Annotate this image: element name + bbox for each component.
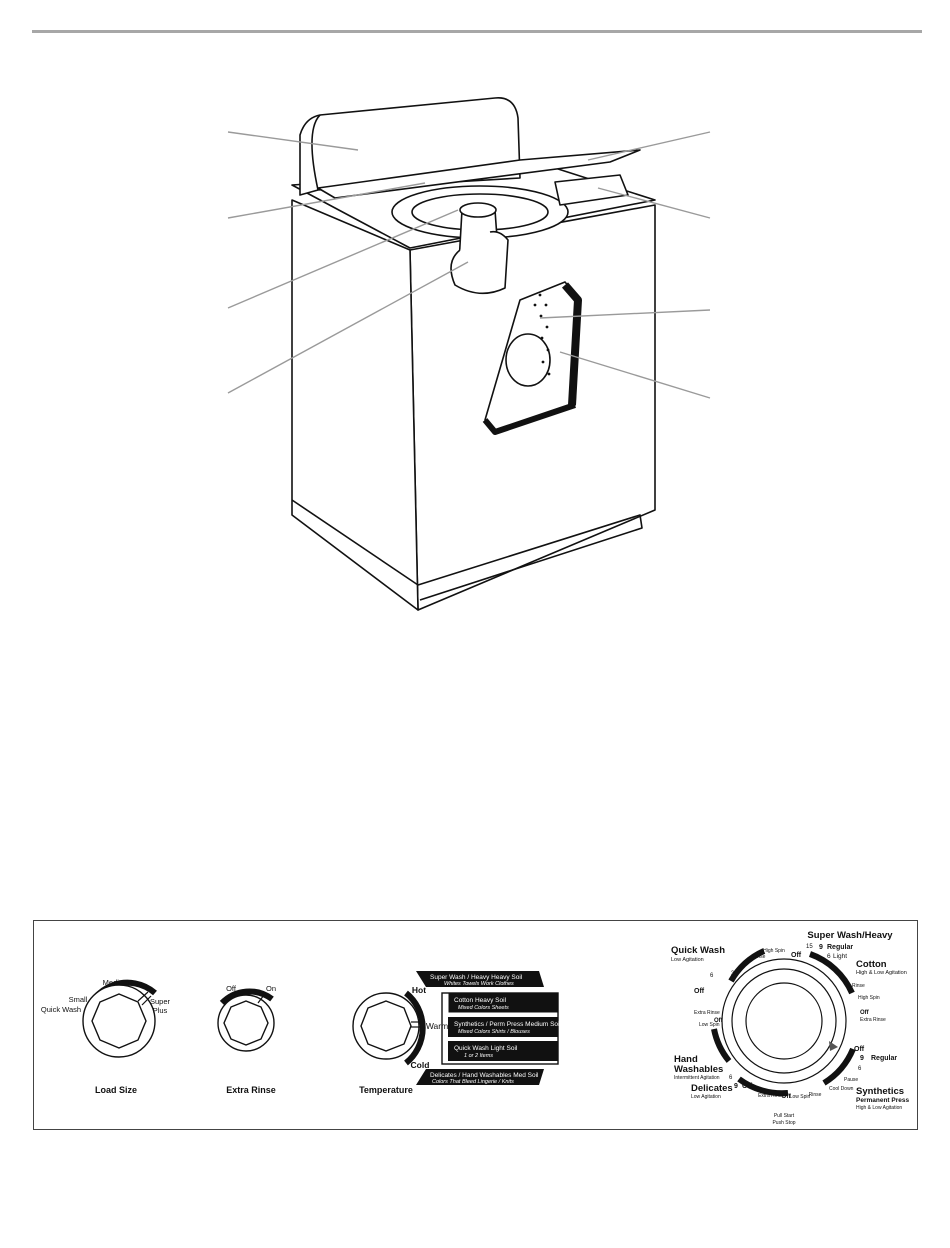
cycle-quick-wash: Quick Wash xyxy=(671,945,725,956)
extra-rinse-off-label: Off xyxy=(226,984,237,993)
cycle-pull-start: Pull Start xyxy=(774,1113,795,1119)
cycle-num-6-left: 6 xyxy=(710,973,714,979)
leader-line-basket xyxy=(539,309,711,319)
control-panel: Small Quick Wash Medium Super Plus Load … xyxy=(33,920,918,1130)
temperature-guide xyxy=(416,971,559,1085)
temperature-guide-subtitle-4: Colors That Bleed Lingerie / Knits xyxy=(432,1079,514,1085)
cycle-permanent-press: Permanent Press xyxy=(856,1097,909,1104)
cycle-extra-rinse-right: Extra Rinse xyxy=(860,1017,886,1023)
temperature-guide-title-0: Super Wash / Heavy Heavy Soil xyxy=(430,974,523,981)
temperature-guide-title-3: Quick Wash Light Soil xyxy=(454,1045,518,1052)
leader-line-bleach xyxy=(597,187,711,219)
cycle-low-spin-left: Low Spin xyxy=(699,1022,720,1028)
cycle-off-right: Off xyxy=(860,1010,870,1016)
cabinet-side xyxy=(291,199,419,611)
cycle-light: Light xyxy=(833,953,847,960)
cycle-cotton: Cotton xyxy=(856,959,887,970)
temperature-title: Temperature xyxy=(359,1085,413,1095)
leader-line-tub-wall xyxy=(559,351,711,399)
leader-line-lid xyxy=(587,131,711,161)
cycle-rinse-bottom: Rinse xyxy=(809,1092,822,1098)
cycle-off-quick: Off xyxy=(694,988,705,995)
leader-line-tub xyxy=(227,182,426,219)
cycle-num-6-hand: 6 xyxy=(729,1075,733,1081)
cycle-num-6-light: 6 xyxy=(827,953,831,960)
load-size-super-label: Super xyxy=(150,997,171,1006)
cycle-super-wash-heavy: Super Wash/Heavy xyxy=(807,930,893,941)
cycle-high-spin-right: High Spin xyxy=(858,995,880,1001)
cycle-delicates: Delicates xyxy=(691,1083,733,1094)
cycle-extra-rinse-bottom: Extra Rinse xyxy=(758,1093,784,1099)
cycle-num-6-synthetics: 6 xyxy=(858,1066,862,1072)
cycle-rinse-top: Rinse xyxy=(753,954,766,960)
washer-illustration xyxy=(227,97,711,611)
cycle-low-spin-bottom: Low Spin xyxy=(790,1094,811,1100)
cycle-regular-synthetics: Regular xyxy=(871,1055,897,1062)
leader-line-console xyxy=(227,131,359,151)
cycle-high-spin-top: High Spin xyxy=(763,948,785,954)
cycle-regular-top: Regular xyxy=(827,944,853,951)
cycle-rinse-right: Rinse xyxy=(852,983,865,989)
cycle-pause: Pause xyxy=(844,1077,858,1083)
cycle-off-left: Off xyxy=(714,1018,724,1024)
temperature-cold-label: Cold xyxy=(411,1060,430,1070)
leader-line-fabric-softener xyxy=(227,209,459,309)
load-size-plus-label: Plus xyxy=(153,1006,168,1015)
cycle-off-synthetics: Off xyxy=(854,1046,865,1053)
load-size-title: Load Size xyxy=(95,1085,137,1095)
cycle-push-stop: Push Stop xyxy=(772,1120,795,1126)
extra-rinse-title: Extra Rinse xyxy=(226,1085,276,1095)
cycle-num-9-synthetics: 9 xyxy=(860,1055,864,1062)
cycle-num-9-regular: 9 xyxy=(819,944,823,951)
temperature-knob[interactable] xyxy=(352,990,426,1066)
extra-rinse-knob[interactable] xyxy=(217,988,275,1052)
temperature-guide-title-2: Synthetics / Perm Press Medium Soil xyxy=(454,1021,561,1028)
lid xyxy=(317,149,641,199)
load-size-quick-wash-label: Quick Wash xyxy=(41,1005,81,1014)
load-size-medium-label: Medium xyxy=(103,978,130,987)
load-size-knob[interactable] xyxy=(82,979,157,1058)
cycle-num-9-delicates: 9 xyxy=(734,1083,738,1090)
bleach-dispenser xyxy=(554,174,629,206)
cycle-off-bottom: Off xyxy=(781,1093,791,1100)
cycle-cotton-agitation: High & Low Agitation xyxy=(856,970,907,976)
toe-kick xyxy=(417,514,643,601)
temperature-warm-label: Warm xyxy=(426,1021,448,1031)
temperature-guide-subtitle-2: Mixed Colors Shirts / Blouses xyxy=(458,1029,530,1035)
cycle-dial[interactable] xyxy=(711,948,856,1097)
cycle-off-delicates: Off xyxy=(742,1083,753,1090)
extra-rinse-on-label: On xyxy=(266,984,276,993)
top-rule xyxy=(32,30,922,33)
cycle-synthetics-agitation: High & Low Agitation xyxy=(856,1105,902,1111)
temperature-guide-subtitle-1: Mixed Colors Sheets xyxy=(458,1005,509,1011)
leader-line-agitator xyxy=(227,261,469,394)
cycle-cool-down: Cool Down xyxy=(829,1086,854,1092)
cycle-delicates-low-agitation: Low Agitation xyxy=(691,1094,721,1100)
temperature-guide-title-4: Delicates / Hand Washables Med Soil xyxy=(430,1072,539,1079)
temperature-guide-title-1: Cotton Heavy Soil xyxy=(454,997,507,1004)
temperature-guide-subtitle-3: 1 or 2 Items xyxy=(464,1053,493,1059)
cycle-quick-wash-low-agitation: Low Agitation xyxy=(671,957,704,963)
cycle-off-top: Off xyxy=(791,952,802,959)
cycle-washables: Washables xyxy=(674,1064,723,1075)
cycle-hand: Hand xyxy=(674,1054,698,1065)
cycle-extra-rinse-left: Extra Rinse xyxy=(694,1010,720,1016)
temperature-hot-label: Hot xyxy=(412,985,426,995)
cycle-num-15: 15 xyxy=(806,944,813,950)
load-size-small-label: Small xyxy=(69,995,88,1004)
cycle-synthetics: Synthetics xyxy=(856,1086,904,1097)
cycle-num-3: 3 xyxy=(731,971,735,977)
cycle-intermittent-agitation: Intermittent Agitation xyxy=(674,1075,720,1081)
temperature-guide-subtitle-0: Whites Towels Work Clothes xyxy=(444,981,514,987)
